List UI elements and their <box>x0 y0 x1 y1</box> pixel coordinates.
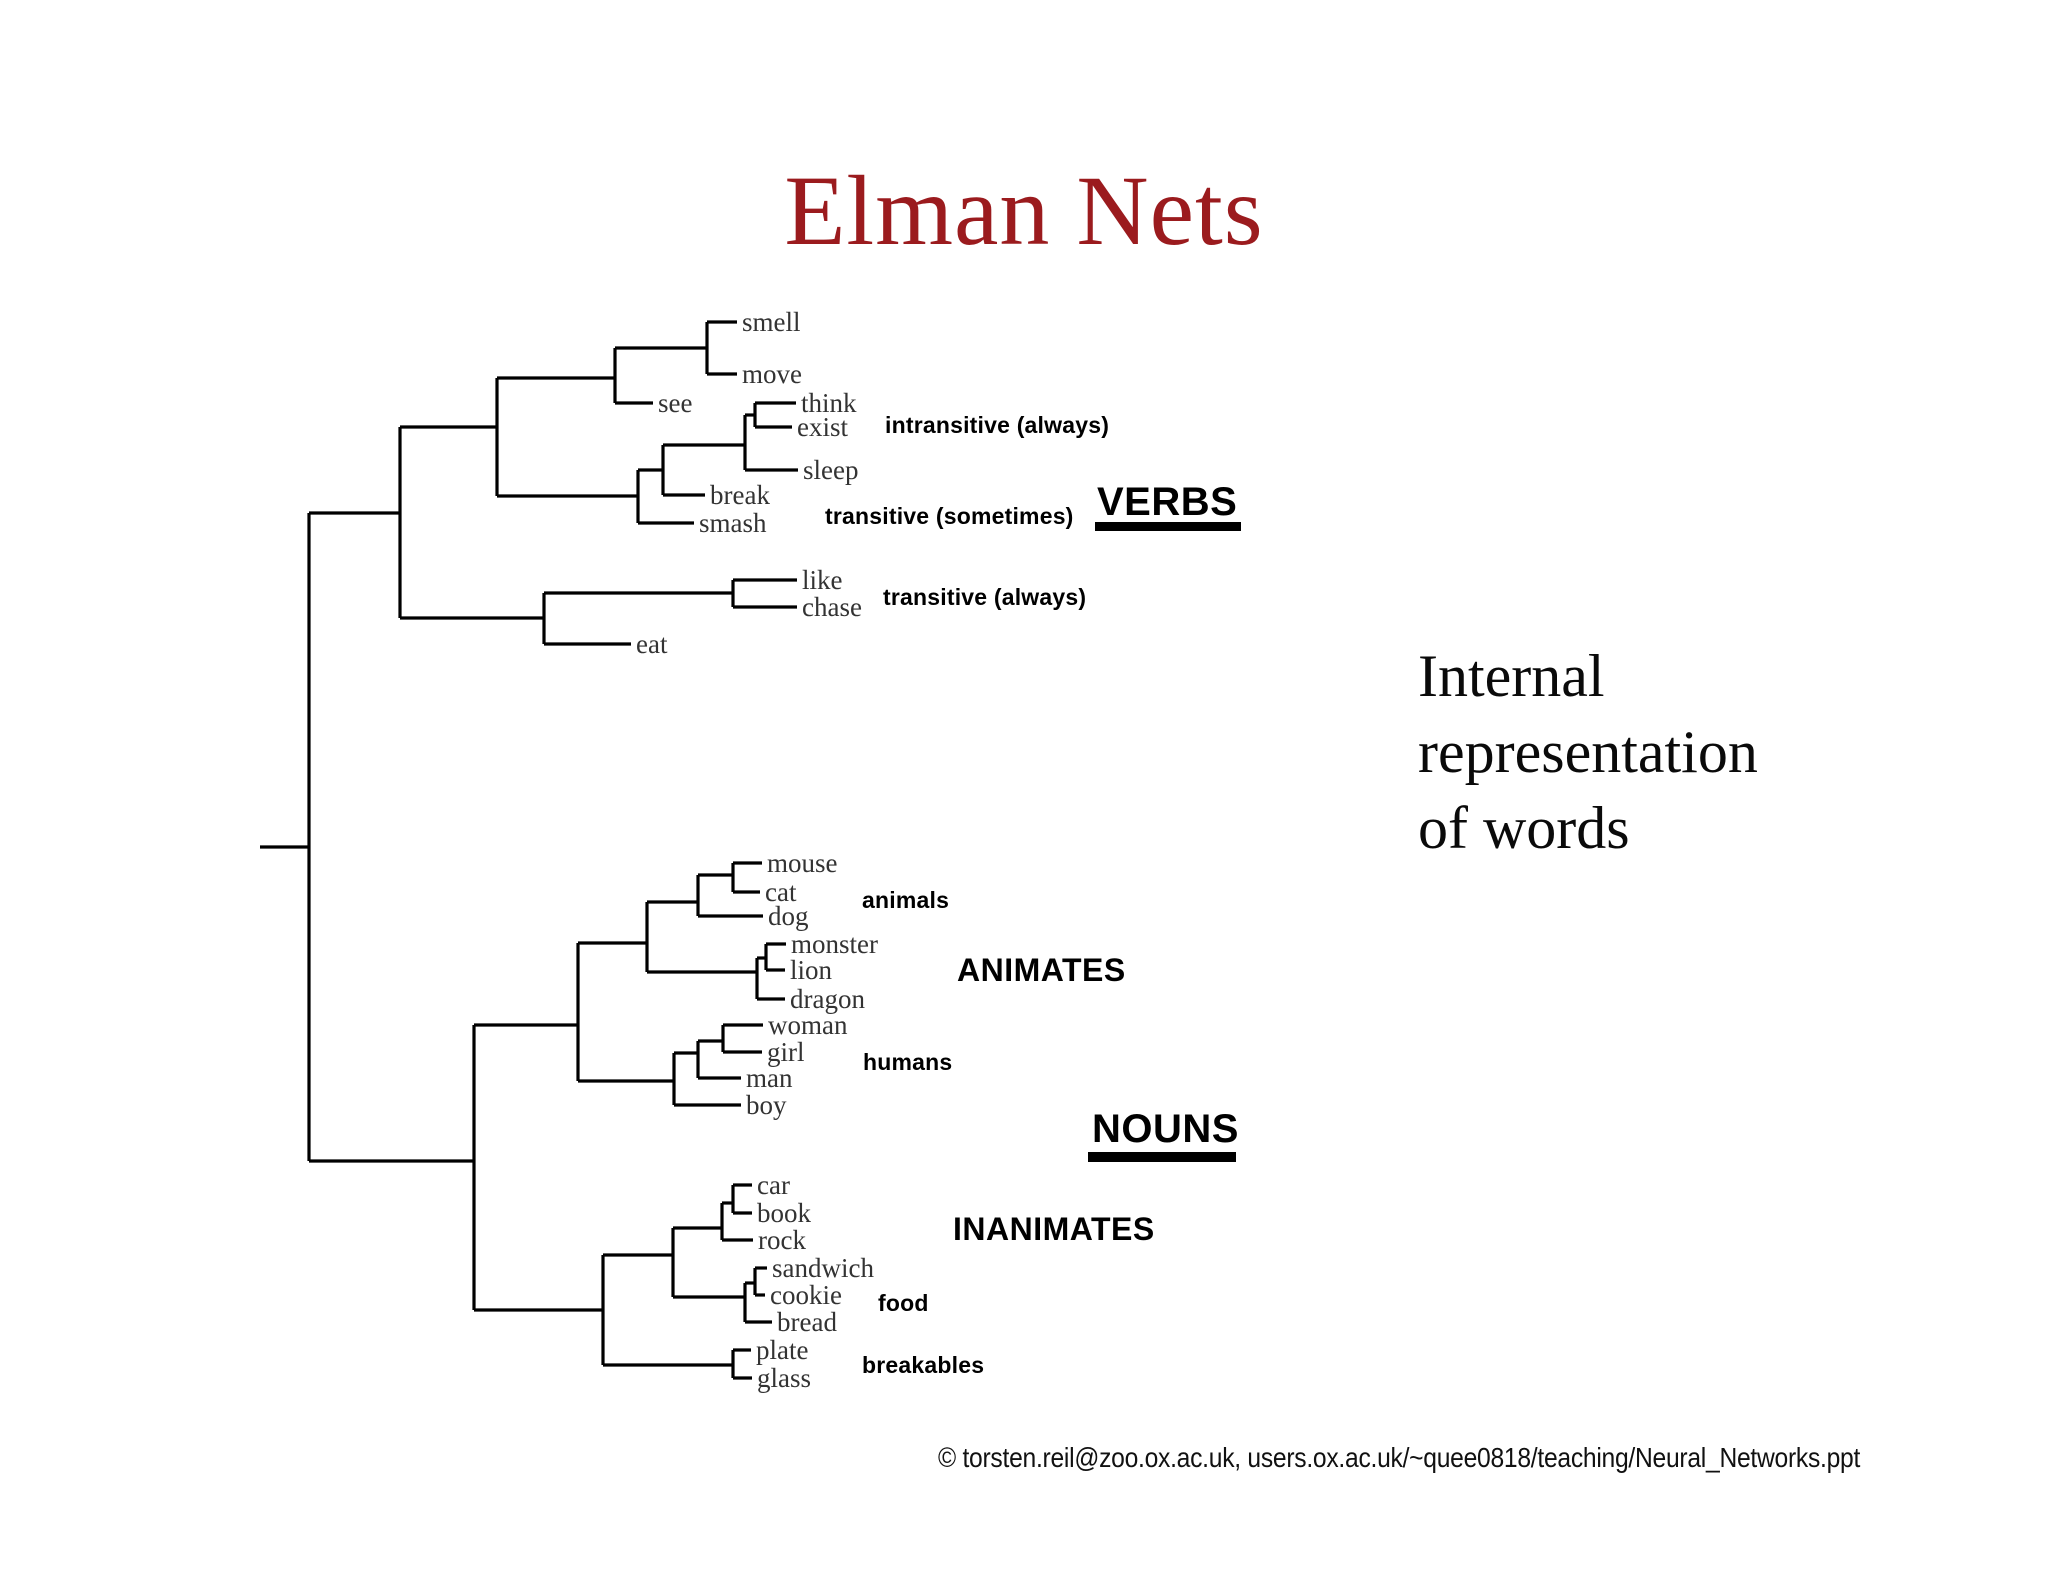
label-transitive-always: transitive (always) <box>883 584 1087 610</box>
label-animals: animals <box>862 887 950 913</box>
leaf-label-woman: woman <box>768 1010 848 1040</box>
leaf-label-cat: cat <box>765 877 797 907</box>
slide-title: Elman Nets <box>784 155 1264 266</box>
leaf-label-sleep: sleep <box>803 455 858 485</box>
label-food: food <box>878 1290 929 1316</box>
footer-credit: © torsten.reil@zoo.ox.ac.uk, users.ox.ac… <box>938 1442 1861 1473</box>
leaf-label-dog: dog <box>768 901 809 931</box>
label-nouns: NOUNS <box>1092 1107 1239 1151</box>
leaf-label-exist: exist <box>797 412 848 442</box>
label-transitive-sometimes: transitive (sometimes) <box>825 503 1074 529</box>
leaf-label-smash: smash <box>699 508 767 538</box>
label-humans: humans <box>863 1049 953 1075</box>
leaf-label-boy: boy <box>746 1090 787 1120</box>
nouns-underline <box>1088 1152 1236 1162</box>
leaf-label-cookie: cookie <box>770 1280 842 1310</box>
leaf-label-break: break <box>710 480 770 510</box>
label-intransitive-always: intransitive (always) <box>885 412 1110 438</box>
leaf-label-lion: lion <box>790 955 833 985</box>
leaf-label-eat: eat <box>636 629 668 659</box>
leaf-label-glass: glass <box>757 1363 811 1393</box>
leaf-label-plate: plate <box>756 1335 808 1365</box>
leaf-label-rock: rock <box>758 1225 806 1255</box>
leaf-label-bread: bread <box>777 1307 837 1337</box>
leaf-label-think: think <box>801 388 857 418</box>
side-note: Internal representation of words <box>1418 643 1758 861</box>
verbs-underline <box>1095 522 1241 531</box>
leaf-label-see: see <box>658 388 692 418</box>
leaf-label-girl: girl <box>767 1037 805 1067</box>
leaf-label-chase: chase <box>802 592 862 622</box>
label-breakables: breakables <box>862 1352 985 1378</box>
leaf-label-smell: smell <box>742 307 801 337</box>
leaf-label-like: like <box>802 565 843 595</box>
leaf-label-sandwich: sandwich <box>772 1253 874 1283</box>
label-verbs: VERBS <box>1097 480 1238 524</box>
leaf-label-book: book <box>757 1198 812 1228</box>
leaf-label-mouse: mouse <box>767 848 838 878</box>
label-animates: ANIMATES <box>957 952 1126 988</box>
label-inanimates: INANIMATES <box>953 1211 1155 1247</box>
leaf-label-man: man <box>746 1063 793 1093</box>
leaf-label-monster: monster <box>791 929 878 959</box>
leaf-label-car: car <box>757 1170 790 1200</box>
leaf-label-move: move <box>742 359 802 389</box>
leaf-label-dragon: dragon <box>790 984 865 1014</box>
